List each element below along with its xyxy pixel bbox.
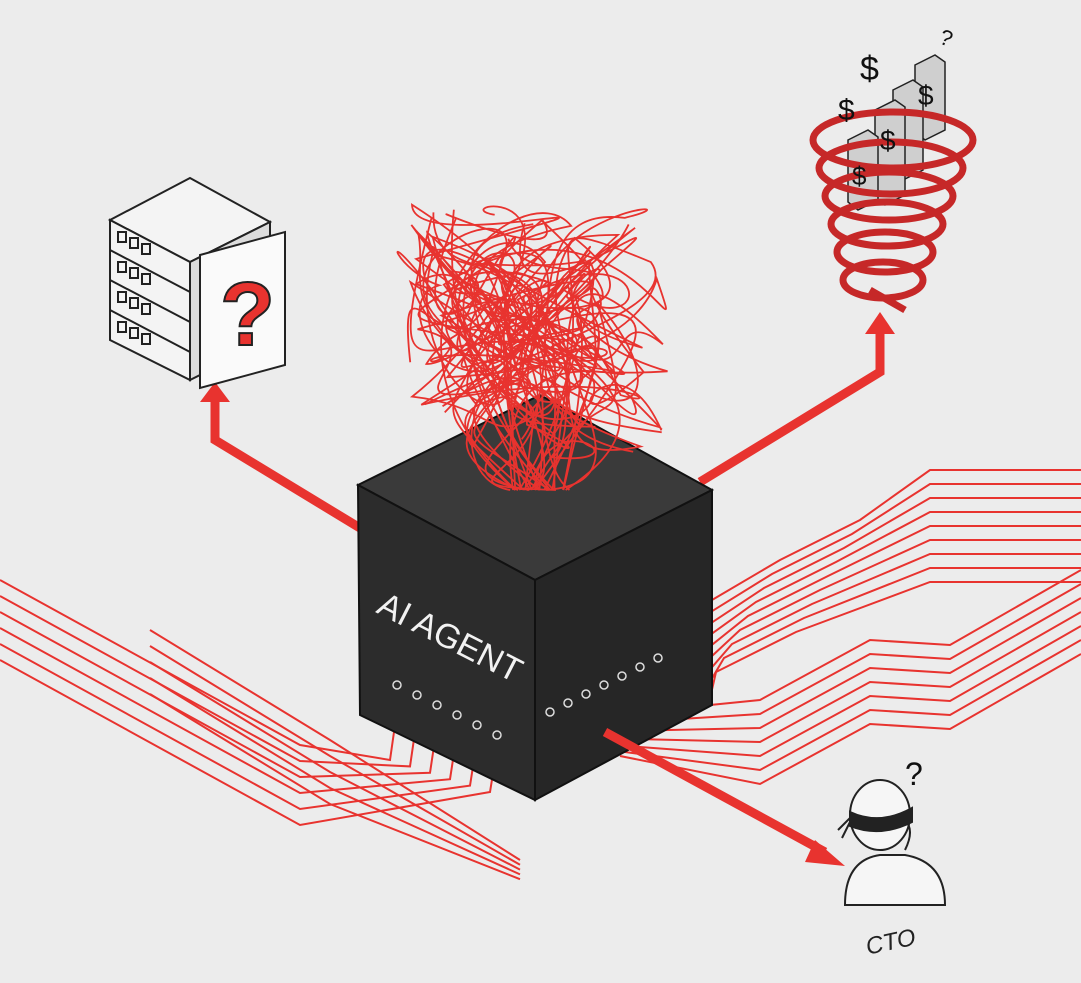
dollar-sign: $ (852, 161, 867, 191)
port (472, 720, 482, 730)
tangle-strand (470, 208, 649, 491)
tangle-strand (440, 212, 663, 491)
spring-end (868, 286, 907, 314)
port (617, 671, 627, 681)
wire (149, 661, 521, 871)
arrow-to-cto (602, 728, 845, 866)
tangle-strand (466, 227, 636, 491)
cube-ports (392, 653, 663, 740)
wire (149, 677, 521, 876)
wire (579, 597, 1081, 733)
wire (569, 583, 1081, 727)
port (563, 698, 573, 708)
port (653, 653, 663, 663)
wire (711, 497, 1081, 624)
port (452, 710, 462, 720)
wire (149, 629, 521, 861)
dollar-sign: $ (880, 125, 896, 156)
tangle-strand (431, 235, 587, 491)
wire (149, 645, 521, 866)
tangled-wires (0, 469, 1081, 881)
arrow-to-costs (697, 312, 895, 486)
tangle-scribble (396, 203, 668, 491)
dollar-sign: $ (918, 80, 934, 111)
wire (711, 483, 1081, 613)
spring-coil (839, 258, 927, 302)
spring-coil (833, 228, 937, 276)
dollar-sign: $ (860, 50, 879, 88)
wire (609, 639, 1081, 772)
spring-coil (815, 138, 967, 198)
port (599, 680, 609, 690)
tangle-strand (442, 249, 667, 491)
port (392, 680, 402, 690)
tangle-strand (417, 244, 555, 491)
arrow-to-server (200, 382, 363, 532)
dollar-sign: $ (838, 94, 855, 127)
wire (0, 595, 421, 768)
wire (711, 553, 1081, 668)
cost-question-mark: ? (936, 24, 956, 52)
cto-question-mark: ? (905, 756, 923, 792)
port (545, 707, 555, 717)
tangle-strand (396, 250, 535, 491)
server-question-mark: ? (220, 265, 275, 365)
wire (711, 511, 1081, 635)
wire (711, 469, 1081, 601)
wire (711, 581, 1081, 690)
cost-spiral-icon: $ $ $ $ $ ? (809, 24, 977, 314)
tangle-strand (456, 224, 630, 491)
wire (0, 579, 401, 762)
port (492, 730, 502, 740)
port (635, 662, 645, 672)
wire (589, 611, 1081, 744)
tangle-strand (420, 238, 641, 491)
blindfolded-cto-icon (837, 779, 947, 906)
tangle-strand (468, 273, 630, 491)
wire (599, 625, 1081, 758)
tangle-strand (422, 248, 599, 491)
wire (619, 653, 1081, 786)
cto-label: CTO (863, 924, 918, 961)
wire (711, 539, 1081, 657)
server-icon (107, 176, 286, 390)
tangle-strand (410, 224, 639, 491)
spring-coil (827, 198, 947, 250)
port (412, 690, 422, 700)
tangle-strand (408, 279, 584, 491)
tangle-strand (426, 230, 611, 491)
wire (149, 693, 521, 881)
wire (711, 567, 1081, 679)
spring-coil (821, 168, 957, 224)
wire (711, 525, 1081, 646)
port (432, 700, 442, 710)
tangle-strand (444, 233, 621, 491)
port (581, 689, 591, 699)
spring-coil (809, 108, 977, 172)
